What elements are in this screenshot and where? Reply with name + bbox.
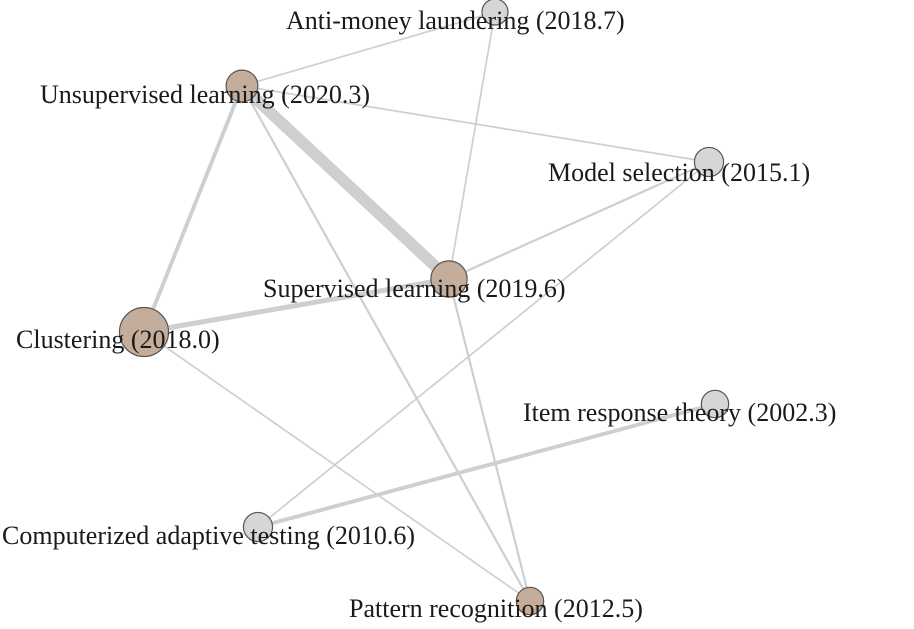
edge-ul-aml [241,11,496,87]
edge-sl-pr [447,277,532,603]
edge-ul-sl [236,80,455,285]
node-cat[interactable] [242,511,274,543]
node-label-cat: Computerized adaptive testing (2010.6) [2,521,415,550]
node-label-aml: Anti-money laundering (2018.7) [286,6,625,35]
edge-cat-irt [256,402,717,529]
edge-sl-ms [447,160,711,281]
node-label-ul: Unsupervised learning (2020.3) [40,80,370,109]
node-sl[interactable] [430,260,468,298]
edge-cat-ms [257,161,710,528]
node-ms[interactable] [693,146,725,178]
label-layer: Anti-money laundering (2018.7) Unsupervis… [2,6,836,623]
node-layer [118,0,730,616]
node-pr[interactable] [515,586,545,616]
edge-ul-pr [240,84,532,603]
node-label-sl: Supervised learning (2019.6) [263,274,566,303]
edge-ul-cl [142,84,244,334]
node-aml[interactable] [481,0,509,26]
node-cl[interactable] [118,306,170,358]
node-label-ms: Model selection (2015.1) [548,158,810,187]
node-label-pr: Pattern recognition (2012.5) [349,594,643,623]
edge-cl-pr [143,331,531,602]
node-label-irt: Item response theory (2002.3) [523,398,836,427]
edge-sl-aml [448,11,496,280]
node-irt[interactable] [700,389,730,419]
edge-layer [141,11,717,603]
node-label-cl: Clustering (2018.0) [16,325,220,354]
node-ul[interactable] [225,69,259,103]
edge-cl-sl [141,276,452,335]
